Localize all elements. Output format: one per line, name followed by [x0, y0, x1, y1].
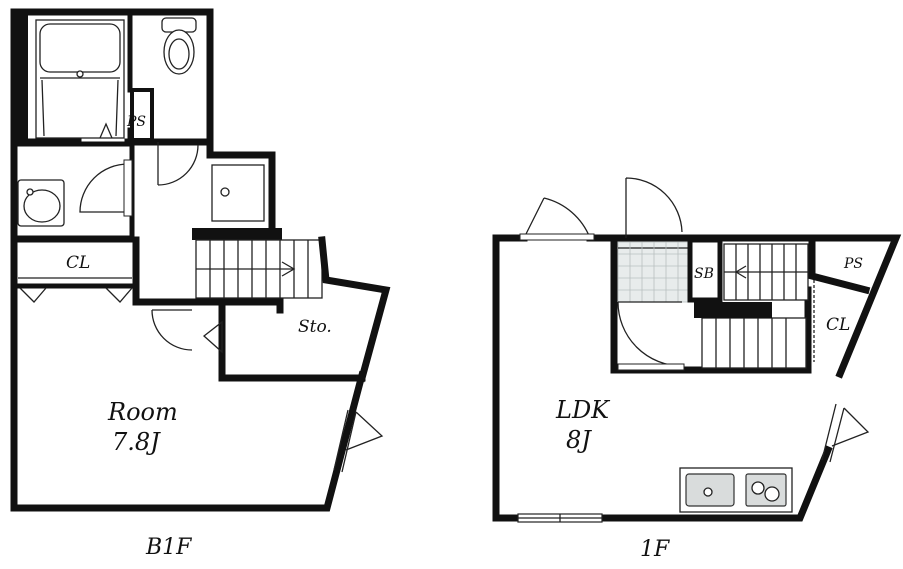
- b1f-floor-label: B1F: [145, 535, 192, 560]
- f1-kitchen-counter: [679, 467, 793, 513]
- b1f-bathtub: [35, 19, 125, 139]
- f1-genkan-door: [625, 177, 683, 238]
- b1f-toilet-icon: [161, 17, 197, 75]
- b1f-bath-thick-wall: [12, 12, 28, 142]
- f1-window-bottom: [517, 513, 603, 523]
- b1f-closet-label: CL: [66, 253, 90, 273]
- f1-stair-wall: [694, 302, 772, 318]
- b1f-room-name: Room: [107, 398, 178, 426]
- b1f-wash-basin: [17, 179, 65, 227]
- f1-window-right: [821, 403, 870, 463]
- b1f-storage-label: Sto.: [298, 317, 332, 337]
- b1f-closet-doors: [19, 287, 133, 303]
- f1-closet-label: CL: [826, 315, 850, 335]
- f1-pipe-space-label: PS: [843, 256, 863, 272]
- b1f-washing-machine-pan: [211, 164, 265, 222]
- b1f-room-window: [333, 409, 384, 473]
- f1-shoe-box-label: SB: [694, 266, 714, 282]
- f1-room-name: LDK: [555, 396, 611, 424]
- b1f-room-size: 7.8J: [112, 428, 161, 456]
- f1-floor-label: 1F: [640, 537, 670, 562]
- b1f-plan: PS CL: [10, 8, 391, 512]
- f1-genkan-tile: [617, 241, 691, 303]
- f1-room-size: 8J: [566, 426, 592, 454]
- f1-plan: SB PS CL: [492, 177, 902, 523]
- f1-outer-wall: [492, 234, 902, 522]
- f1-shoe-box: [687, 237, 723, 303]
- f1-entrance-door: [519, 197, 595, 241]
- b1f-stairs: [195, 239, 323, 299]
- f1-stairs: [701, 243, 809, 369]
- b1f-pipe-space-label: PS: [126, 114, 146, 130]
- b1f-pipe-space: [130, 88, 154, 142]
- b1f-stair-wall: [192, 228, 282, 240]
